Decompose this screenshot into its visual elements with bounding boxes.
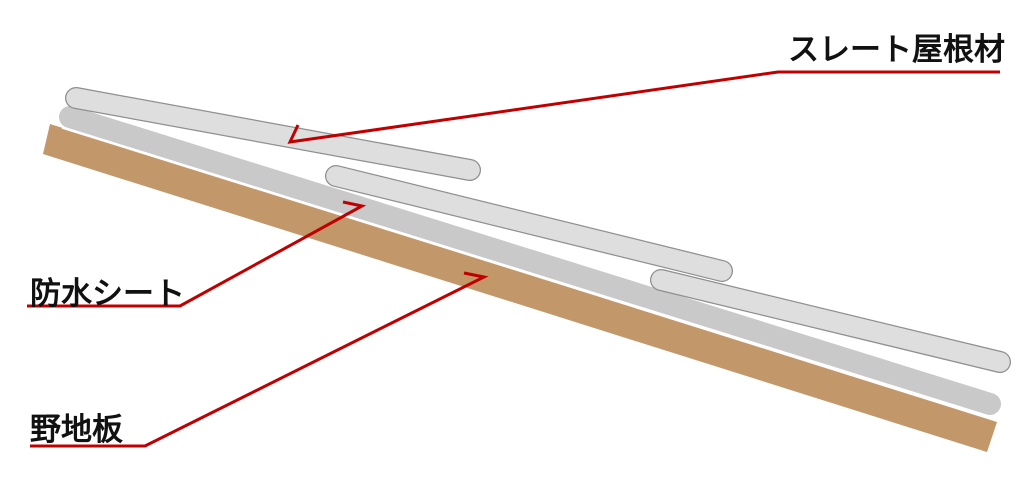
- sheet-leader-line: [27, 200, 367, 308]
- slate-label: スレート屋根材: [788, 32, 1005, 68]
- sheet-highlight: [61, 127, 991, 419]
- slate-tile-2: [325, 165, 733, 282]
- sheathing-leader-line: [30, 271, 489, 448]
- slate-tile-1: [65, 87, 481, 181]
- waterproof-sheet: [59, 106, 1001, 415]
- sheathing-label: 野地板: [30, 412, 123, 448]
- sheathing-board: [43, 124, 997, 452]
- waterproof-sheet-label: 防水シート: [30, 276, 185, 312]
- slate-tile-3: [650, 269, 1011, 373]
- slate-leader-line: [287, 70, 1000, 144]
